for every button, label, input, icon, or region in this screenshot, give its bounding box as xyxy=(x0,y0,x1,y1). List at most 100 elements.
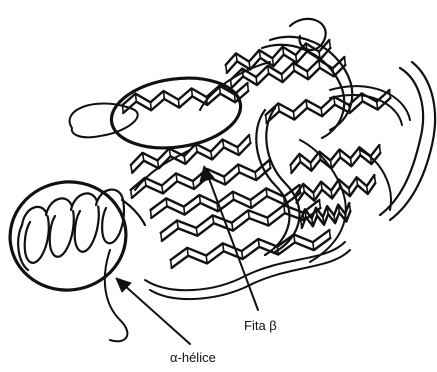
beta-strand-rung xyxy=(312,218,313,226)
beta-strand-rung xyxy=(313,242,314,250)
beta-strand-rung xyxy=(242,69,243,77)
beta-strand-rung xyxy=(231,80,232,88)
beta-strand-rung xyxy=(259,50,260,58)
beta-strand-rung xyxy=(284,197,285,205)
beta-strand-rung xyxy=(329,230,330,238)
coil-ribbon xyxy=(380,68,423,215)
beta-strand-rung xyxy=(213,215,214,223)
beta-strand-rung xyxy=(236,53,237,61)
beta-strand-edge xyxy=(297,183,376,203)
beta-strand-rung xyxy=(339,179,340,187)
beta-strand-rung xyxy=(268,66,269,74)
beta-strand-rung xyxy=(305,209,306,217)
beta-strand-rung xyxy=(306,43,307,51)
beta-strand-rung xyxy=(367,186,368,194)
beta-strand-rung xyxy=(248,83,249,91)
beta-strand-rung xyxy=(161,233,162,241)
beta-strand-rung xyxy=(248,210,249,218)
beta-strand-rung xyxy=(193,181,194,189)
beta-strand-rung xyxy=(162,186,163,194)
beta-strand-rung xyxy=(294,234,295,242)
beta-strand-rung xyxy=(321,182,322,190)
beta-strand-rung xyxy=(242,251,243,259)
beta-strand-rung xyxy=(166,198,167,206)
beta-strand-rung xyxy=(293,112,294,120)
beta-strand-rung xyxy=(196,228,197,236)
beta-strand-rung xyxy=(331,161,332,169)
beta-strand-rung xyxy=(301,220,302,228)
beta-strand-edge xyxy=(172,238,331,268)
beta-strand-rung xyxy=(319,52,320,60)
beta-strand-rung xyxy=(200,195,201,203)
beta-strand-rung xyxy=(319,60,320,68)
beta-strand-rung xyxy=(307,71,308,79)
beta-strand-rung xyxy=(331,191,332,199)
beta-strand-rung xyxy=(258,239,259,247)
beta-strand-rung xyxy=(296,195,297,203)
beta-strand-rung xyxy=(131,190,132,198)
beta-strand-rung xyxy=(177,220,178,228)
beta-strand-rung xyxy=(323,217,324,225)
beta-strand-rung xyxy=(131,165,132,173)
beta-strand-rung xyxy=(296,55,297,63)
beta-strand-rung xyxy=(266,188,267,196)
beta-strand-rung xyxy=(351,158,352,166)
beta-strand-rung xyxy=(178,100,179,108)
beta-strand-rung xyxy=(293,63,294,71)
beta-strand-rung xyxy=(220,86,221,94)
beta-strand-rung xyxy=(319,200,320,208)
beta-strand-rung xyxy=(269,160,270,168)
beta-strand-rung xyxy=(306,100,307,108)
beta-strand-rung xyxy=(256,77,257,85)
beta-strand-rung xyxy=(249,135,250,143)
beta-strand-rung xyxy=(316,208,317,216)
beta-strand-rung xyxy=(224,177,225,185)
beta-strand-rung xyxy=(291,165,292,173)
beta-strand-rung xyxy=(232,223,233,231)
beta-strand-label: Fita β xyxy=(244,318,277,333)
beta-strand-rung xyxy=(321,108,322,116)
beta-strand-rung xyxy=(344,57,345,65)
beta-strand-rung xyxy=(339,149,340,157)
beta-strand-rung xyxy=(176,173,177,181)
beta-strand-rung xyxy=(319,152,320,160)
beta-strand-rung xyxy=(303,184,304,192)
beta-strand-rung xyxy=(349,105,350,113)
beta-strand-rung xyxy=(277,247,278,255)
beta-strand-rung xyxy=(250,200,251,208)
beta-strand-rung xyxy=(223,243,224,251)
beta-strand-rung xyxy=(226,65,227,73)
beta-strand-rung xyxy=(338,205,339,213)
beta-strand-rung xyxy=(359,147,360,155)
beta-strand-rung xyxy=(150,210,151,218)
beta-strand-rung xyxy=(333,68,334,76)
beta-strand-rung xyxy=(266,115,267,123)
beta-strand-rung xyxy=(249,62,250,70)
beta-strand-rung xyxy=(122,105,123,113)
beta-strand-rung xyxy=(150,102,151,110)
beta-strand-rung xyxy=(187,248,188,256)
beta-strand-rung xyxy=(371,156,372,164)
beta-strand-rung xyxy=(255,172,256,180)
beta-strand-rung xyxy=(334,215,335,223)
beta-strand-rung xyxy=(206,97,207,105)
beta-strand-rung xyxy=(349,203,350,211)
beta-strand-rung xyxy=(278,103,279,111)
beta-strand-rung xyxy=(345,214,346,222)
beta-strand-edge xyxy=(291,145,380,165)
beta-strand-rung xyxy=(357,177,358,185)
alpha-helix-label: α-hélice xyxy=(170,350,216,365)
beta-strand-edge xyxy=(296,175,375,195)
beta-strand-rung xyxy=(334,97,335,105)
beta-strand-rung xyxy=(327,206,328,214)
beta-strand-rung xyxy=(233,192,234,200)
beta-strand-edge xyxy=(291,153,380,173)
beta-strand-rung xyxy=(313,193,314,201)
beta-strand-rung xyxy=(377,102,378,110)
beta-strand-rung xyxy=(329,40,330,48)
beta-strand-rung xyxy=(145,178,146,186)
beta-strand-rung xyxy=(136,94,137,102)
beta-strand-rung xyxy=(374,175,375,183)
